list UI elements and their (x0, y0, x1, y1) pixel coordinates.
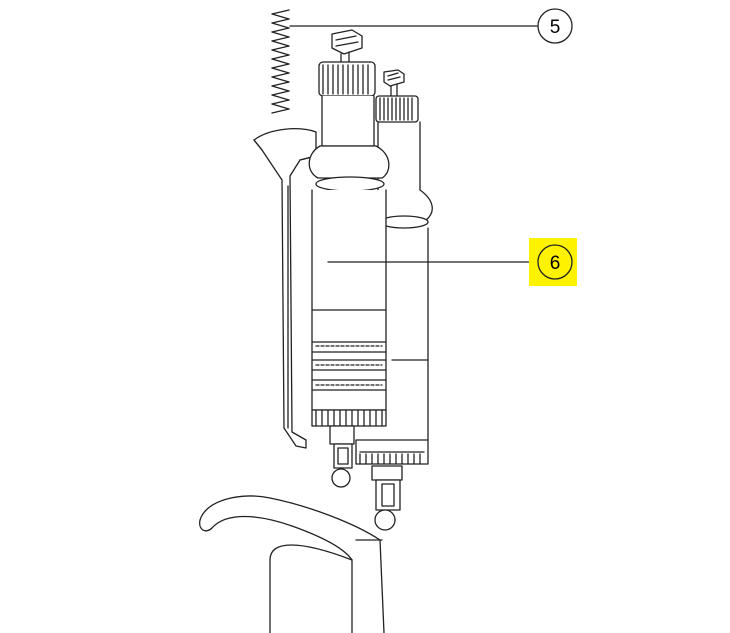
callout-5-circle (537, 8, 573, 44)
callout-5-label: 5 (550, 17, 561, 38)
rear-piston-assembly (355, 69, 433, 531)
pipette-housing (253, 128, 317, 449)
callout-5: 5 (289, 8, 573, 44)
pipette-handle (199, 495, 385, 633)
callout-6-label: 6 (550, 253, 561, 274)
main-piston-assembly (308, 29, 390, 488)
callout-6-circle (537, 244, 573, 280)
spring-part (271, 9, 290, 114)
callout-6: 6 (327, 238, 577, 286)
